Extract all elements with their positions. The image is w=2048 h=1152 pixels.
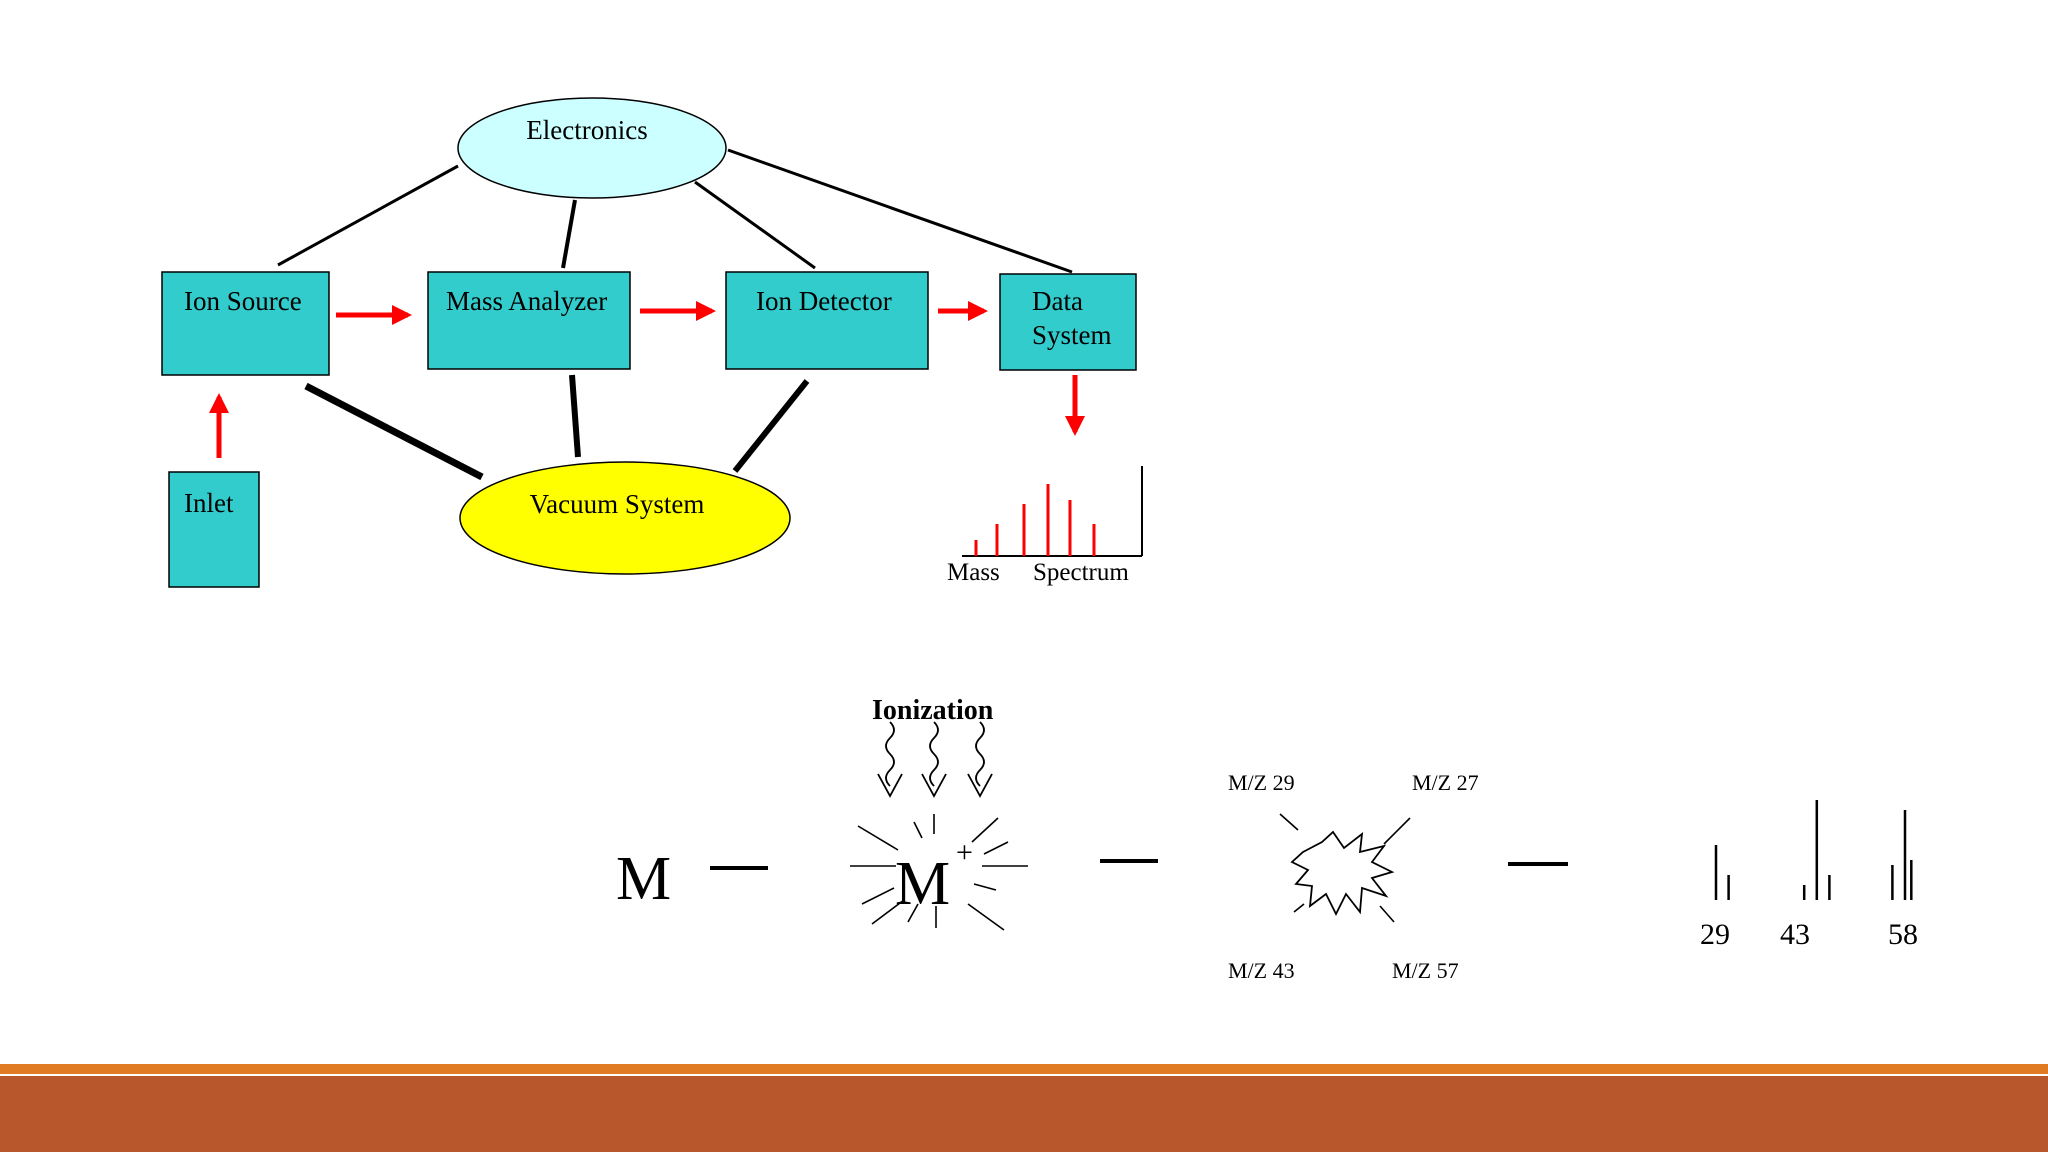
ionization-title: Ionization [872, 695, 994, 726]
line-electronics-datasystem [728, 150, 1072, 272]
line-massanalyzer-vacuum [572, 375, 578, 457]
node-ion-source: Ion Source [162, 272, 329, 375]
molecule-symbol: M [616, 845, 671, 913]
line-electronics-massanalyzer [563, 200, 575, 268]
fragment-spectrum-tick-43: 43 [1780, 918, 1810, 951]
mini-spectrum-label-mass: Mass [947, 559, 1000, 586]
electronics-shape [458, 98, 726, 198]
node-data-system: Data System [1000, 274, 1136, 370]
mini-spectrum-label-spectrum: Spectrum [1033, 559, 1129, 586]
fragment-spectrum-peaks [1716, 800, 1911, 900]
node-mass-analyzer: Mass Analyzer [428, 272, 630, 369]
node-ion-detector: Ion Detector [726, 272, 928, 369]
fragmentation-star [1280, 814, 1410, 922]
line-electronics-ionsource [278, 166, 458, 265]
fragment-label-bottom-right: M/Z 57 [1392, 958, 1459, 983]
electron-beam-arrows [878, 722, 992, 796]
line-ionsource-vacuum [306, 386, 482, 477]
mini-spectrum-peaks [976, 484, 1094, 556]
node-inlet: Inlet [169, 472, 259, 587]
data-system-label-line1: Data [1032, 286, 1083, 316]
fragment-spectrum-tick-58: 58 [1888, 918, 1918, 951]
ion-detector-label: Ion Detector [756, 286, 892, 316]
line-electronics-iondetector [695, 182, 815, 268]
node-electronics: Electronics [458, 98, 726, 198]
instrument-diagram: Electronics Ion Source Mass Analyzer Ion… [162, 98, 1142, 587]
ion-source-label: Ion Source [184, 286, 302, 316]
data-system-label-line2: System [1032, 320, 1112, 350]
fragment-label-top-left: M/Z 29 [1228, 770, 1295, 795]
footer-accent-stripe [0, 1064, 2048, 1074]
fragment-spectrum-tick-29: 29 [1700, 918, 1730, 951]
node-vacuum-system: Vacuum System [460, 462, 790, 574]
line-iondetector-vacuum [735, 381, 807, 471]
fragment-label-top-right: M/Z 27 [1412, 770, 1479, 795]
star-shape [1292, 832, 1392, 914]
fragment-label-bottom-left: M/Z 43 [1228, 958, 1295, 983]
ion-symbol: M [895, 850, 950, 918]
ionization-schematic: Ionization M [616, 695, 1918, 983]
mini-mass-spectrum: Mass Spectrum [947, 466, 1142, 586]
inlet-label: Inlet [184, 488, 234, 518]
vacuum-label: Vacuum System [530, 489, 705, 519]
mass-analyzer-label: Mass Analyzer [446, 286, 607, 316]
footer-band [0, 1076, 2048, 1152]
fragment-spectrum: 29 43 58 [1700, 800, 1918, 951]
reaction-dashes [710, 861, 1568, 868]
electronics-label: Electronics [526, 115, 647, 145]
flow-arrows [219, 311, 1075, 458]
ion-charge: + [956, 836, 973, 869]
